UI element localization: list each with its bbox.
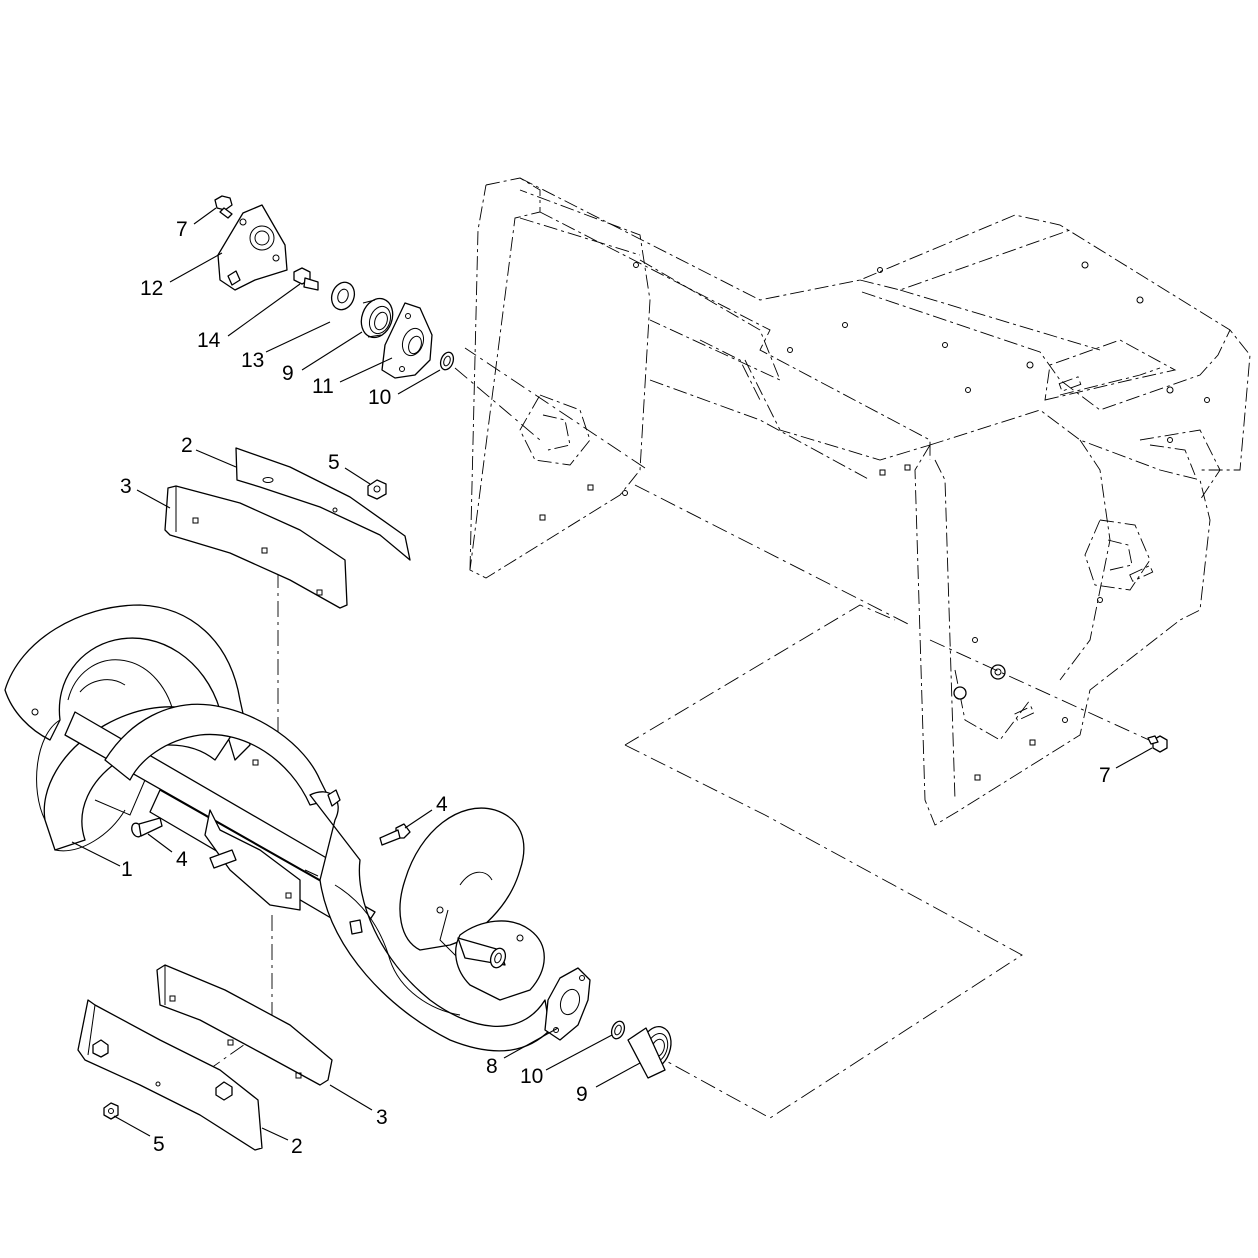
washer-13 [330, 281, 356, 311]
auger-assembly-1 [4, 604, 551, 1052]
leader-lines [71, 207, 1153, 1141]
scraper-blade-3-bottom [156, 964, 333, 1086]
snap-ring-10-bottom [610, 1020, 626, 1040]
callout-label: 3 [376, 1106, 388, 1129]
callout-label: 5 [153, 1133, 165, 1156]
callout-label: 5 [328, 451, 340, 474]
bolt-4-left [131, 817, 163, 838]
bearing-flange-plate-12 [217, 204, 288, 291]
assembly-center-lines [179, 347, 1161, 1119]
shave-plate-2-bottom [77, 999, 263, 1151]
bolt-7-right [1147, 735, 1168, 753]
callout-label: 9 [282, 362, 294, 385]
callout-label: 13 [241, 349, 264, 372]
callout-label: 11 [312, 375, 334, 398]
callout-label: 3 [120, 475, 132, 498]
auger-housing-phantom [469, 177, 1251, 826]
scraper-blade-3-top [164, 485, 348, 609]
nut-5-bottom [103, 1102, 119, 1120]
callout-label: 2 [181, 434, 193, 457]
snap-ring-10-top [439, 351, 455, 371]
callout-label: 14 [197, 329, 221, 352]
callout-label: 8 [486, 1055, 498, 1078]
bolt-14 [293, 267, 319, 291]
shave-plate-2-top [235, 447, 411, 561]
callout-label: 10 [368, 386, 391, 409]
callout-label: 10 [520, 1065, 543, 1088]
callout-label: 4 [436, 793, 448, 816]
callout-label: 2 [291, 1135, 303, 1158]
bearing-flange-8 [544, 967, 591, 1041]
bearing-9-top [360, 297, 394, 339]
nut-5-top [367, 479, 387, 500]
callout-label: 1 [121, 858, 133, 881]
callout-label: 9 [576, 1083, 588, 1106]
bearing-9-bottom [627, 1026, 672, 1079]
callout-label: 4 [176, 848, 188, 871]
callout-label: 12 [140, 277, 163, 300]
callout-label: 7 [176, 218, 188, 241]
callout-labels: 7 12 14 13 9 11 10 2 5 3 1 4 4 8 10 9 3 … [120, 218, 1111, 1158]
housing-mount-nut-icon [953, 664, 1006, 700]
bearing-housing-11 [381, 302, 433, 379]
callout-label: 7 [1099, 764, 1111, 787]
bolt-7-top [214, 195, 233, 219]
